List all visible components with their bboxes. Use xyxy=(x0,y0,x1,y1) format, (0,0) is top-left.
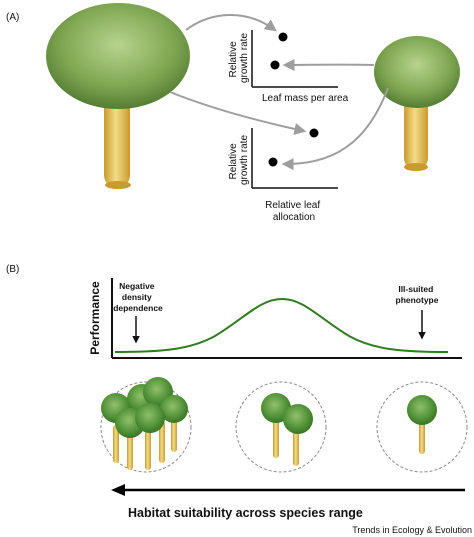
panel-a-label: (A) xyxy=(6,12,19,23)
panel-a-arrows xyxy=(169,13,389,171)
large-tree-illustration xyxy=(46,3,190,189)
bottom-plot: Relative growth rate Relative leaf alloc… xyxy=(228,128,338,223)
arrow-large-tree-to-top-point xyxy=(185,13,277,32)
performance-plot: Performance Negative density dependence … xyxy=(88,278,462,359)
small-tree-illustration xyxy=(374,36,460,171)
habitat-suitability-label: Habitat suitability across species range xyxy=(128,506,363,520)
top-plot-point-small-tree xyxy=(270,60,280,70)
performance-curve xyxy=(114,297,449,353)
ill-suited-phenotype-label: Ill-suited phenotype xyxy=(396,284,439,305)
negative-density-dependence-label: Negative density dependence xyxy=(113,281,163,313)
bottom-plot-ylabel: Relative growth rate xyxy=(228,135,250,185)
performance-ylabel: Performance xyxy=(88,281,102,355)
journal-credit: Trends in Ecology & Evolution xyxy=(352,525,472,535)
top-plot-ylabel: Relative growth rate xyxy=(228,33,250,83)
habitat-suitability-arrow xyxy=(111,484,465,496)
dense-tree-cluster xyxy=(100,377,192,473)
top-plot-point-large-tree xyxy=(278,32,288,42)
bottom-plot-point-large-tree xyxy=(309,128,319,138)
bottom-plot-xlabel: Relative leaf allocation xyxy=(265,200,323,223)
panel-b-label: (B) xyxy=(6,264,19,275)
bottom-plot-point-small-tree xyxy=(268,157,278,167)
medium-tree-cluster xyxy=(235,381,327,473)
arrow-large-tree-to-bottom-point xyxy=(169,91,307,135)
single-tree-cluster xyxy=(376,381,468,473)
top-plot: Relative growth rate Leaf mass per area xyxy=(228,30,349,104)
arrow-small-tree-to-bottom-point xyxy=(281,87,389,171)
top-plot-xlabel: Leaf mass per area xyxy=(262,93,349,104)
